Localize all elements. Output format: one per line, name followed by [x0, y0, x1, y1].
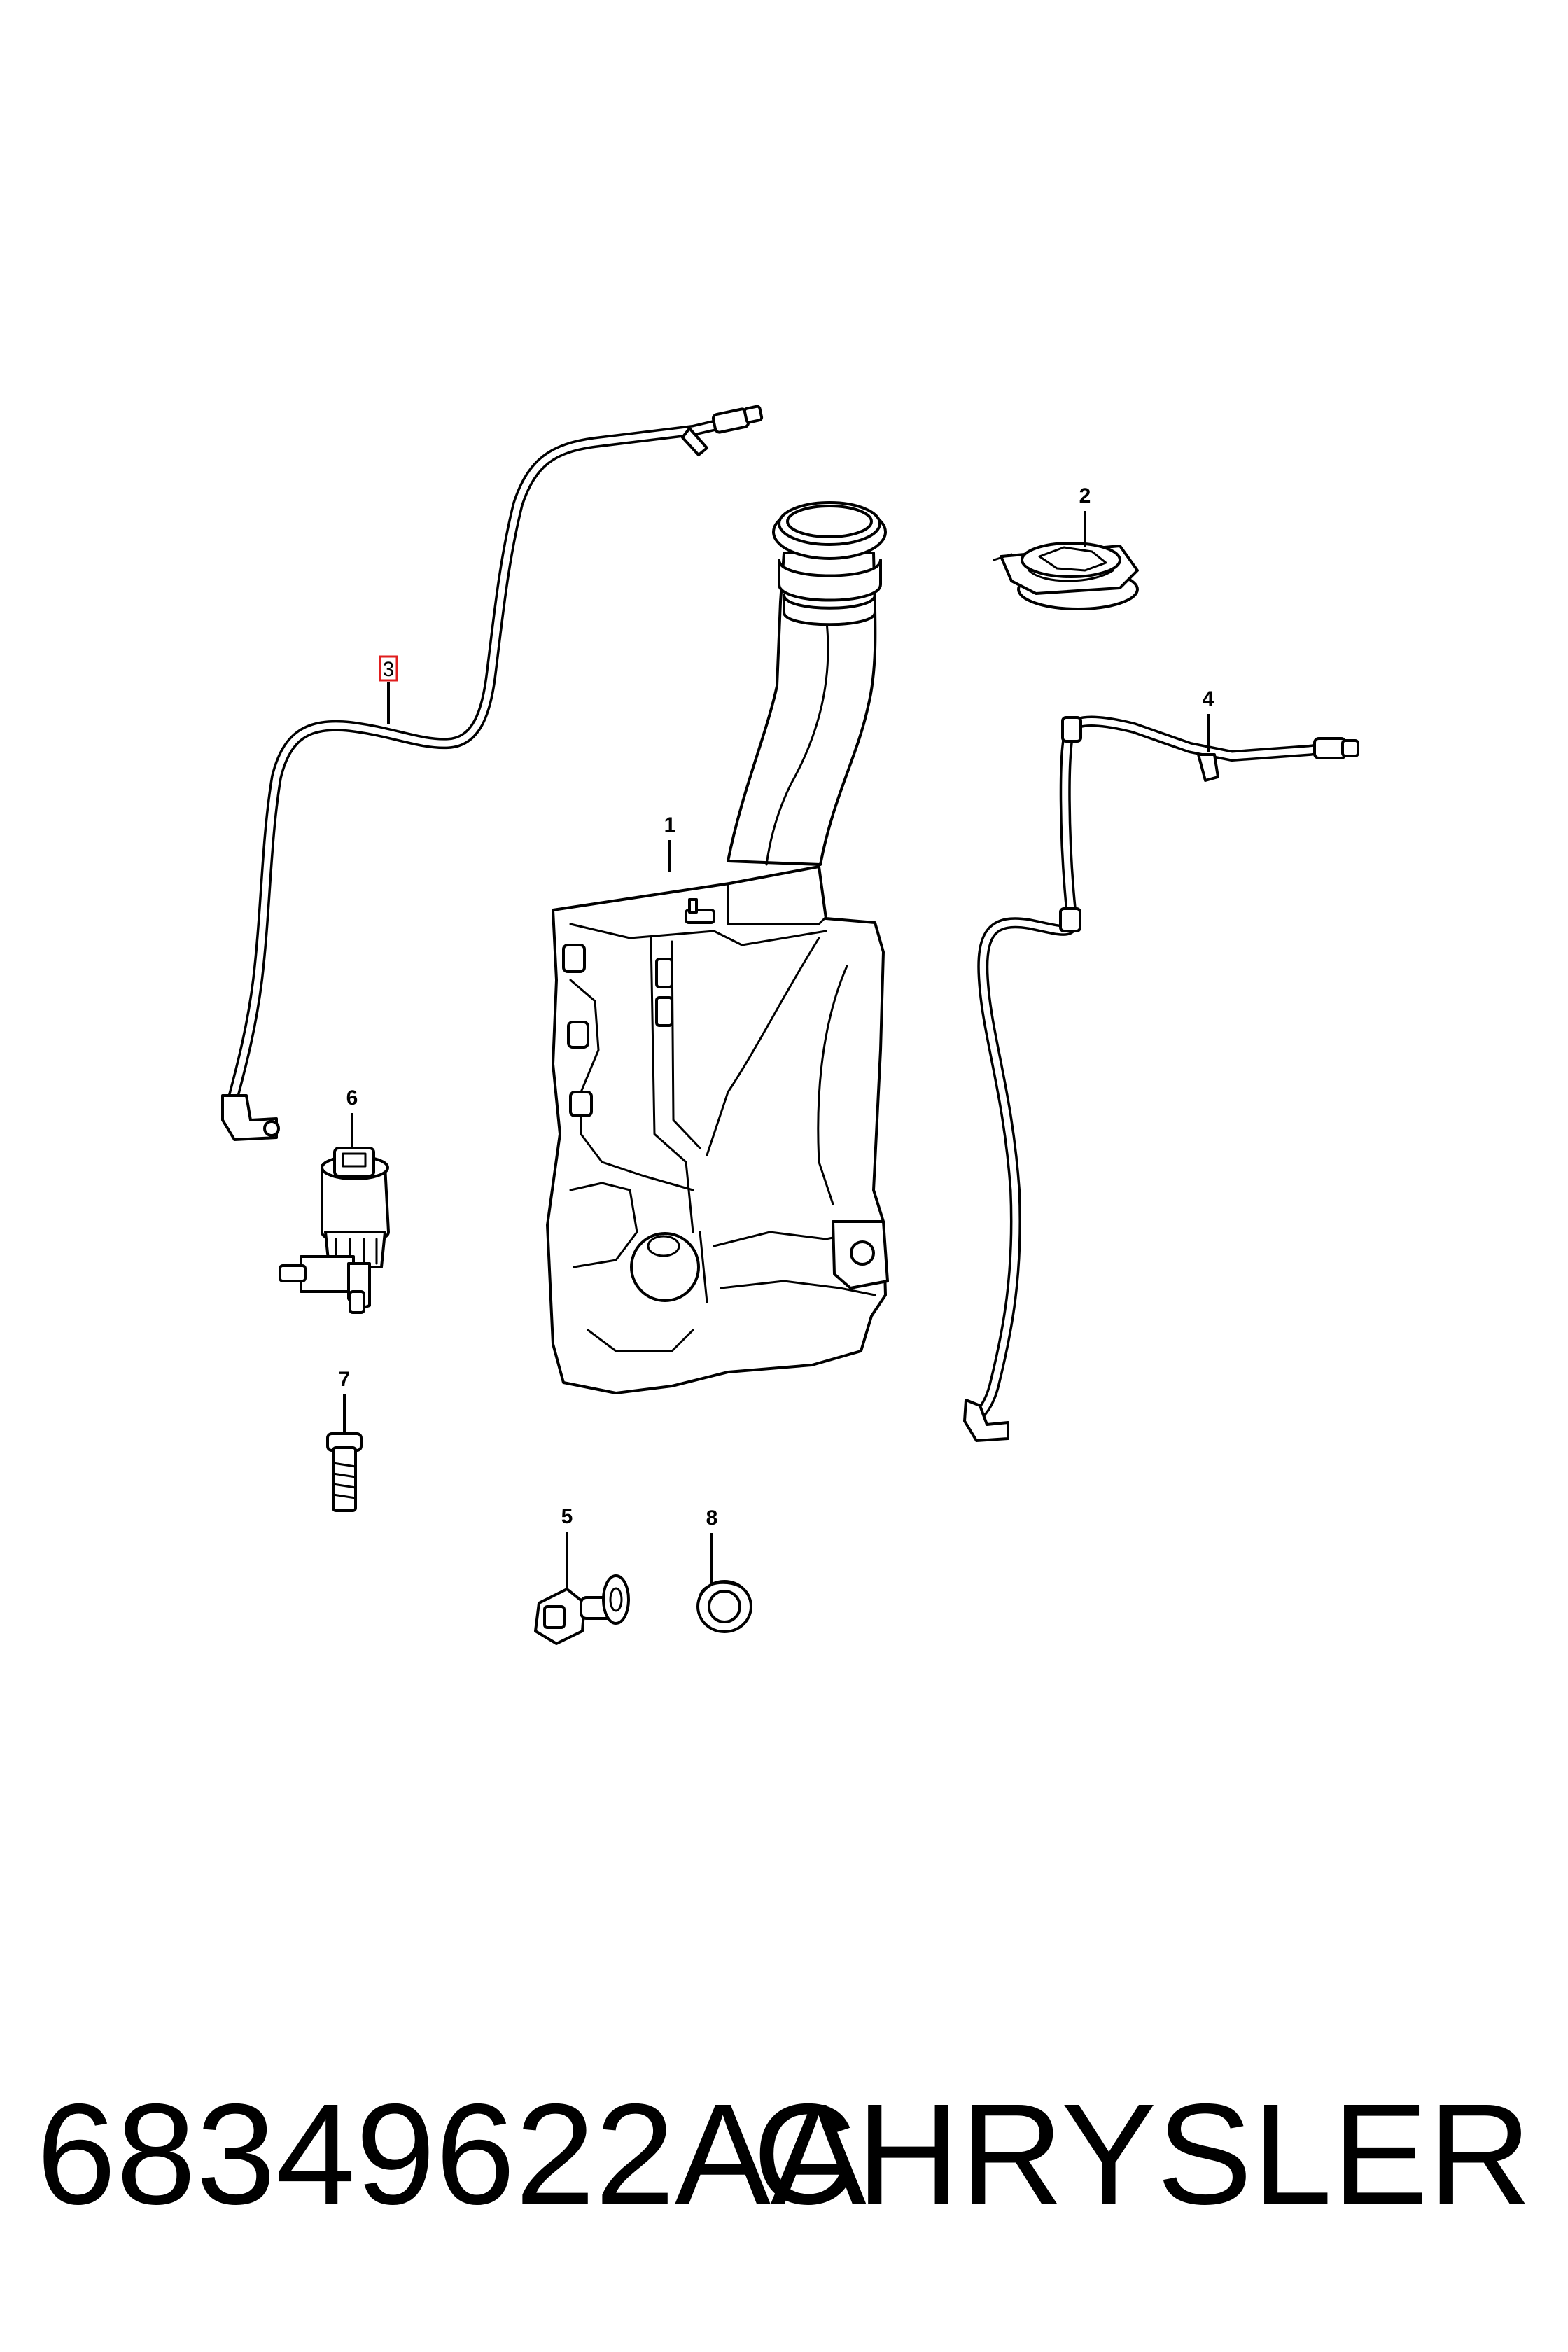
part-3-washer-hose [221, 405, 764, 1141]
callout-3-label: 3 [383, 658, 395, 681]
callout-8: 8 [706, 1506, 718, 1583]
part-1-washer-reservoir [546, 501, 889, 1394]
part-4-washer-hose [963, 715, 1359, 1442]
part-number-text: 68349622AA [36, 2074, 867, 2234]
brand-text: CHRYSLER [752, 2074, 1532, 2234]
callout-3: 3 [379, 655, 398, 724]
part-5-level-sensor [534, 1574, 630, 1645]
callout-4-label: 4 [1203, 687, 1214, 710]
callout-2: 2 [1079, 484, 1091, 547]
callout-6-label: 6 [346, 1086, 358, 1110]
callout-3-highlight-box [379, 655, 398, 682]
callout-6: 6 [346, 1086, 358, 1149]
callout-2-label: 2 [1079, 484, 1091, 507]
callout-8-label: 8 [706, 1506, 718, 1530]
callout-4: 4 [1203, 687, 1214, 752]
callout-7: 7 [339, 1368, 351, 1434]
callout-1-label: 1 [664, 813, 676, 836]
part-7-bolt [326, 1432, 363, 1512]
part-8-grommet [696, 1580, 752, 1633]
part-6-washer-pump [279, 1147, 390, 1314]
part-2-reservoir-cap [993, 542, 1139, 610]
callout-5: 5 [561, 1505, 573, 1589]
callout-5-label: 5 [561, 1505, 573, 1528]
callout-1: 1 [664, 813, 676, 872]
callout-7-label: 7 [339, 1368, 351, 1391]
